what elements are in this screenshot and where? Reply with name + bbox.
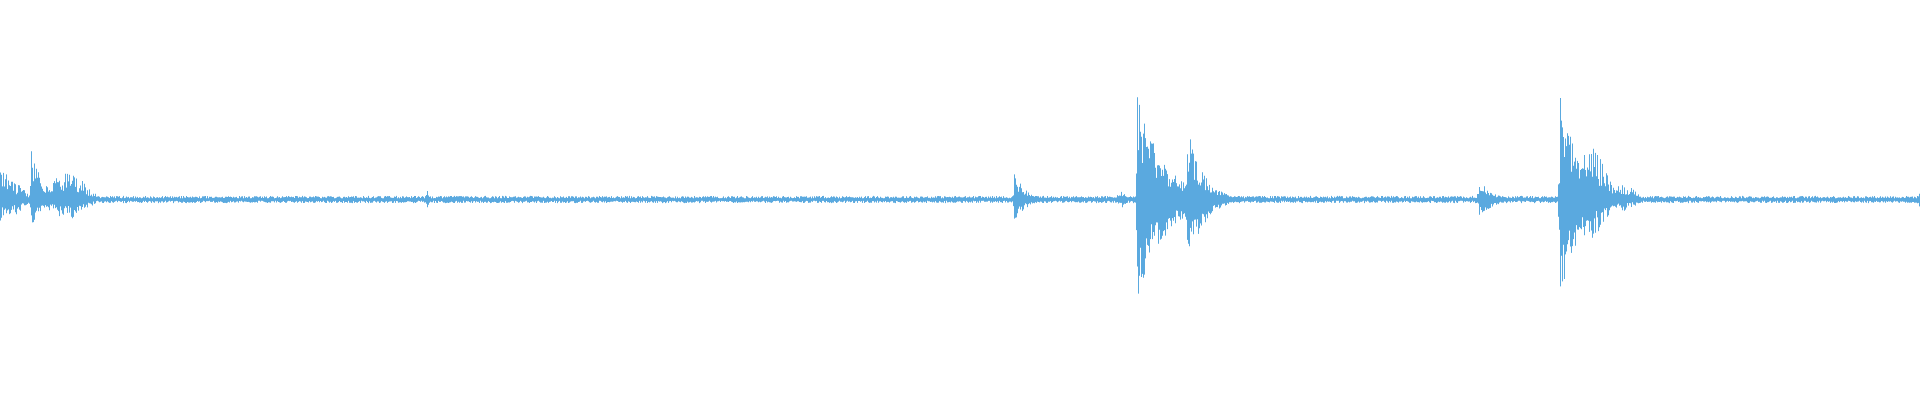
waveform-bars xyxy=(0,97,1920,294)
waveform-path xyxy=(0,97,1920,294)
